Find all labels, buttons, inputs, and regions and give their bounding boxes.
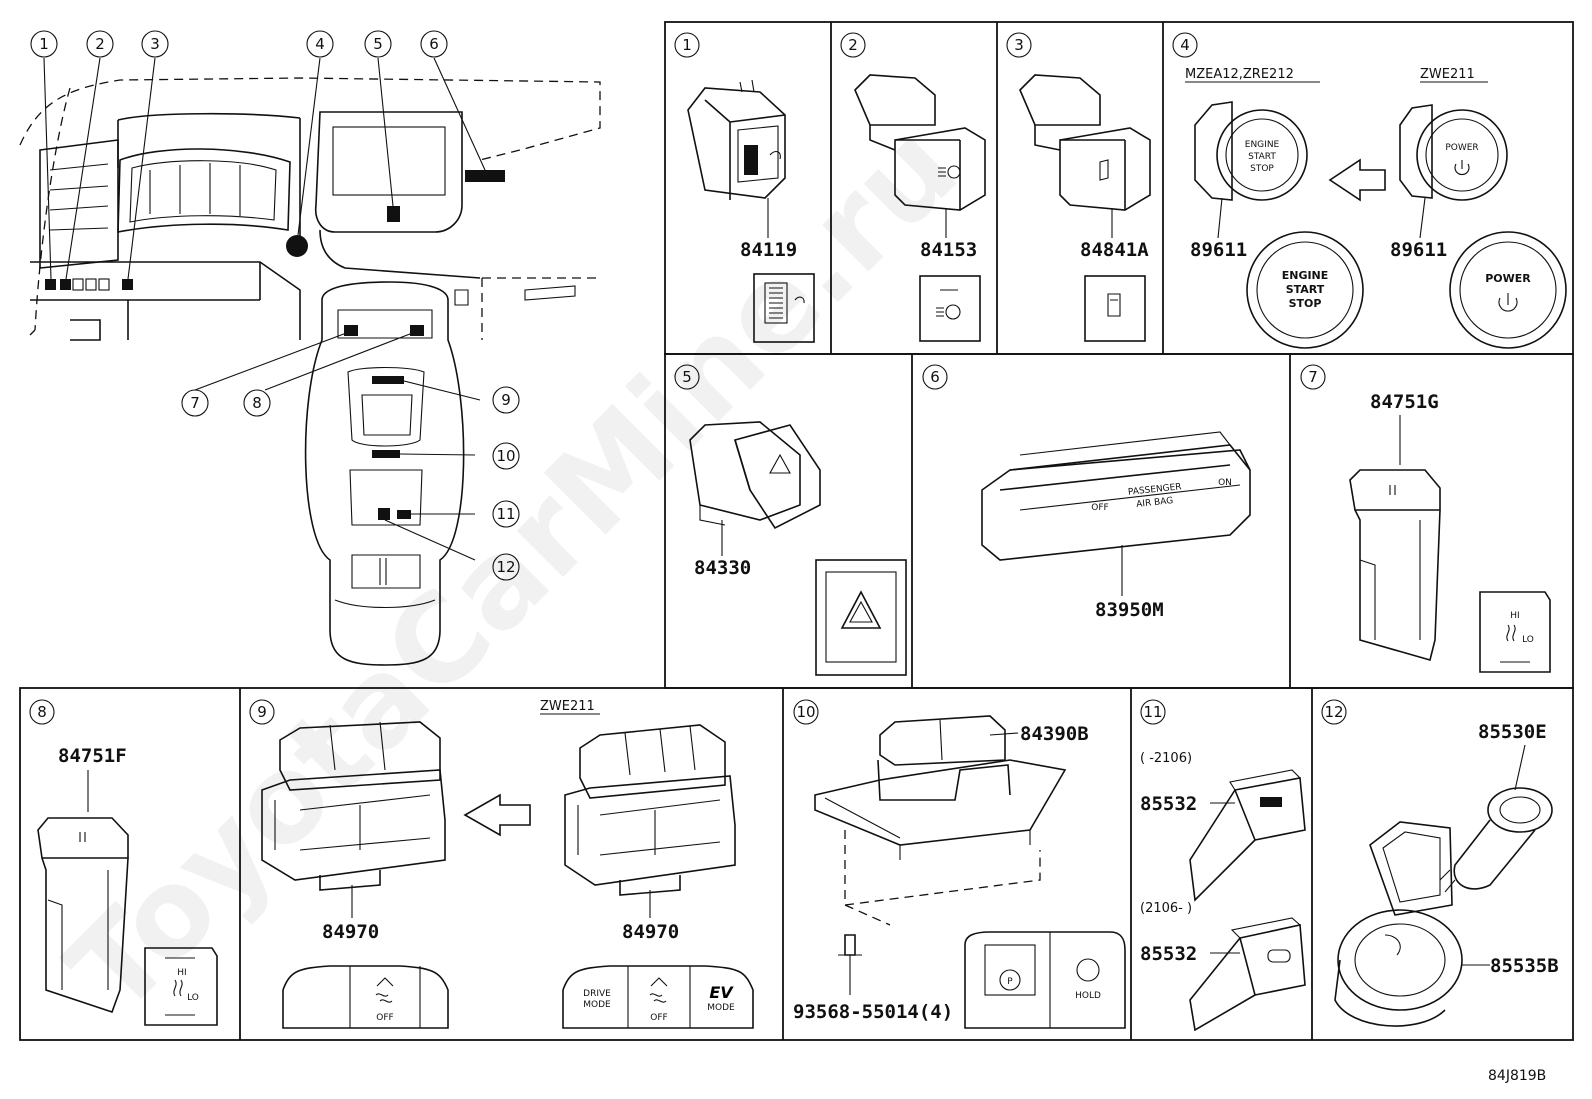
power-label-1: POWER [1445, 143, 1478, 153]
start-face-1: ENGINE [1282, 269, 1329, 282]
panel-7-part-number: 84751G [1370, 391, 1439, 413]
panel-5: 5 84330 [674, 364, 907, 676]
panel-10-part-number: 84390B [1020, 723, 1089, 745]
panel-2-part-number: 84153 [920, 239, 977, 261]
callout-9: 9 [501, 391, 511, 409]
panel-3: 3 84841A [1006, 32, 1151, 342]
panel-9-part-a: 84970 [322, 921, 379, 943]
start-face-3: STOP [1289, 297, 1322, 310]
panel-4-part-a: 89611 [1190, 239, 1247, 261]
callout-11: 11 [496, 505, 515, 523]
panel-11: 11 ( -2106) 85532 (2106- ) 85532 [1140, 699, 1306, 1032]
dashboard-overview [19, 57, 601, 666]
panel-12-part-a: 85530E [1478, 721, 1547, 743]
airbag-label-1: PASSENGER [1128, 482, 1183, 498]
panel-9: 9 ZWE211 84970 84970 OFF DRIVE MODE O [249, 699, 754, 1029]
panel-9-drive: DRIVE [583, 989, 611, 999]
panel-3-part-number: 84841A [1080, 239, 1149, 261]
callout-2: 2 [95, 35, 105, 53]
panel-1: 1 84119 [674, 32, 815, 343]
overview-callouts: 1 2 3 4 5 6 7 8 9 10 11 12 [30, 30, 520, 581]
panel-9-variant: ZWE211 [540, 699, 595, 714]
panel-2-number: 2 [848, 36, 858, 54]
callout-4: 4 [315, 35, 325, 53]
panel-11-range-b: (2106- ) [1140, 901, 1192, 916]
panel-7-lo: LO [1522, 635, 1534, 645]
panel-4-variant-b: ZWE211 [1420, 67, 1475, 82]
callout-3: 3 [150, 35, 160, 53]
panel-4-variant-a: MZEA12,ZRE212 [1185, 67, 1294, 82]
start-label-1: ENGINE [1245, 140, 1280, 150]
callout-5: 5 [373, 35, 383, 53]
panel-10-p: P [1007, 977, 1013, 987]
panel-4-part-b: 89611 [1390, 239, 1447, 261]
panel-7: 7 84751G HI LO [1300, 364, 1551, 673]
panel-2: 2 84153 [840, 32, 986, 342]
power-face-label: POWER [1485, 272, 1531, 285]
panel-7-number: 7 [1308, 368, 1318, 386]
panel-11-range-a: ( -2106) [1140, 751, 1192, 766]
panel-9-number: 9 [257, 703, 267, 721]
panel-9-mode-a: MODE [583, 1000, 611, 1010]
callout-7: 7 [190, 394, 200, 412]
panel-11-part-b: 85532 [1140, 943, 1197, 965]
panel-4: 4 MZEA12,ZRE212 ZWE211 ENGINE START STOP… [1172, 32, 1567, 349]
panel-1-number: 1 [682, 36, 692, 54]
callout-12: 12 [496, 558, 515, 576]
panel-5-part-number: 84330 [694, 557, 751, 579]
callout-6: 6 [429, 35, 439, 53]
callout-10: 10 [496, 447, 515, 465]
airbag-label-on: ON [1218, 478, 1232, 488]
panel-6-number: 6 [930, 368, 940, 386]
panel-11-number: 11 [1143, 703, 1162, 721]
panel-3-number: 3 [1014, 36, 1024, 54]
panel-7-hi: HI [1510, 611, 1519, 621]
panel-10: 10 84390B 93568-55014(4) P HOLD [793, 699, 1126, 1029]
panel-6: 6 PASSENGER AIR BAG OFF ON 83950M [922, 364, 1251, 621]
start-face-2: START [1286, 283, 1325, 296]
panel-12: 12 85530E 85535B [1321, 699, 1559, 1027]
panel-1-part-number: 84119 [740, 239, 797, 261]
callout-8: 8 [252, 394, 262, 412]
start-label-3: STOP [1250, 164, 1274, 174]
panel-9-ev: EV [709, 983, 734, 1002]
panel-12-part-b: 85535B [1490, 955, 1559, 977]
panel-10-number: 10 [796, 703, 815, 721]
panel-9-off-a: OFF [376, 1013, 393, 1023]
panel-9-part-b: 84970 [622, 921, 679, 943]
panel-8-lo: LO [187, 993, 199, 1003]
panel-11-part-a: 85532 [1140, 793, 1197, 815]
panel-8-hi: HI [177, 968, 186, 978]
panel-6-part-number: 83950M [1095, 599, 1164, 621]
panel-5-number: 5 [682, 368, 692, 386]
start-label-2: START [1248, 152, 1276, 162]
panel-9-mode-b: MODE [707, 1003, 735, 1013]
panel-12-number: 12 [1324, 703, 1343, 721]
panel-8-number: 8 [37, 703, 47, 721]
callout-1: 1 [39, 35, 49, 53]
diagram-code: 84J819B [1488, 1068, 1546, 1084]
panel-frames [19, 21, 1574, 1041]
airbag-label-off: OFF [1091, 503, 1108, 513]
panel-10-hold: HOLD [1075, 991, 1101, 1001]
panel-4-number: 4 [1180, 36, 1190, 54]
airbag-label-2: AIR BAG [1136, 496, 1174, 510]
panel-9-off-b: OFF [650, 1013, 667, 1023]
panel-10-screw: 93568-55014(4) [793, 1001, 953, 1023]
panel-8-part-number: 84751F [58, 745, 127, 767]
panel-8: 8 84751F HI LO [29, 699, 218, 1026]
